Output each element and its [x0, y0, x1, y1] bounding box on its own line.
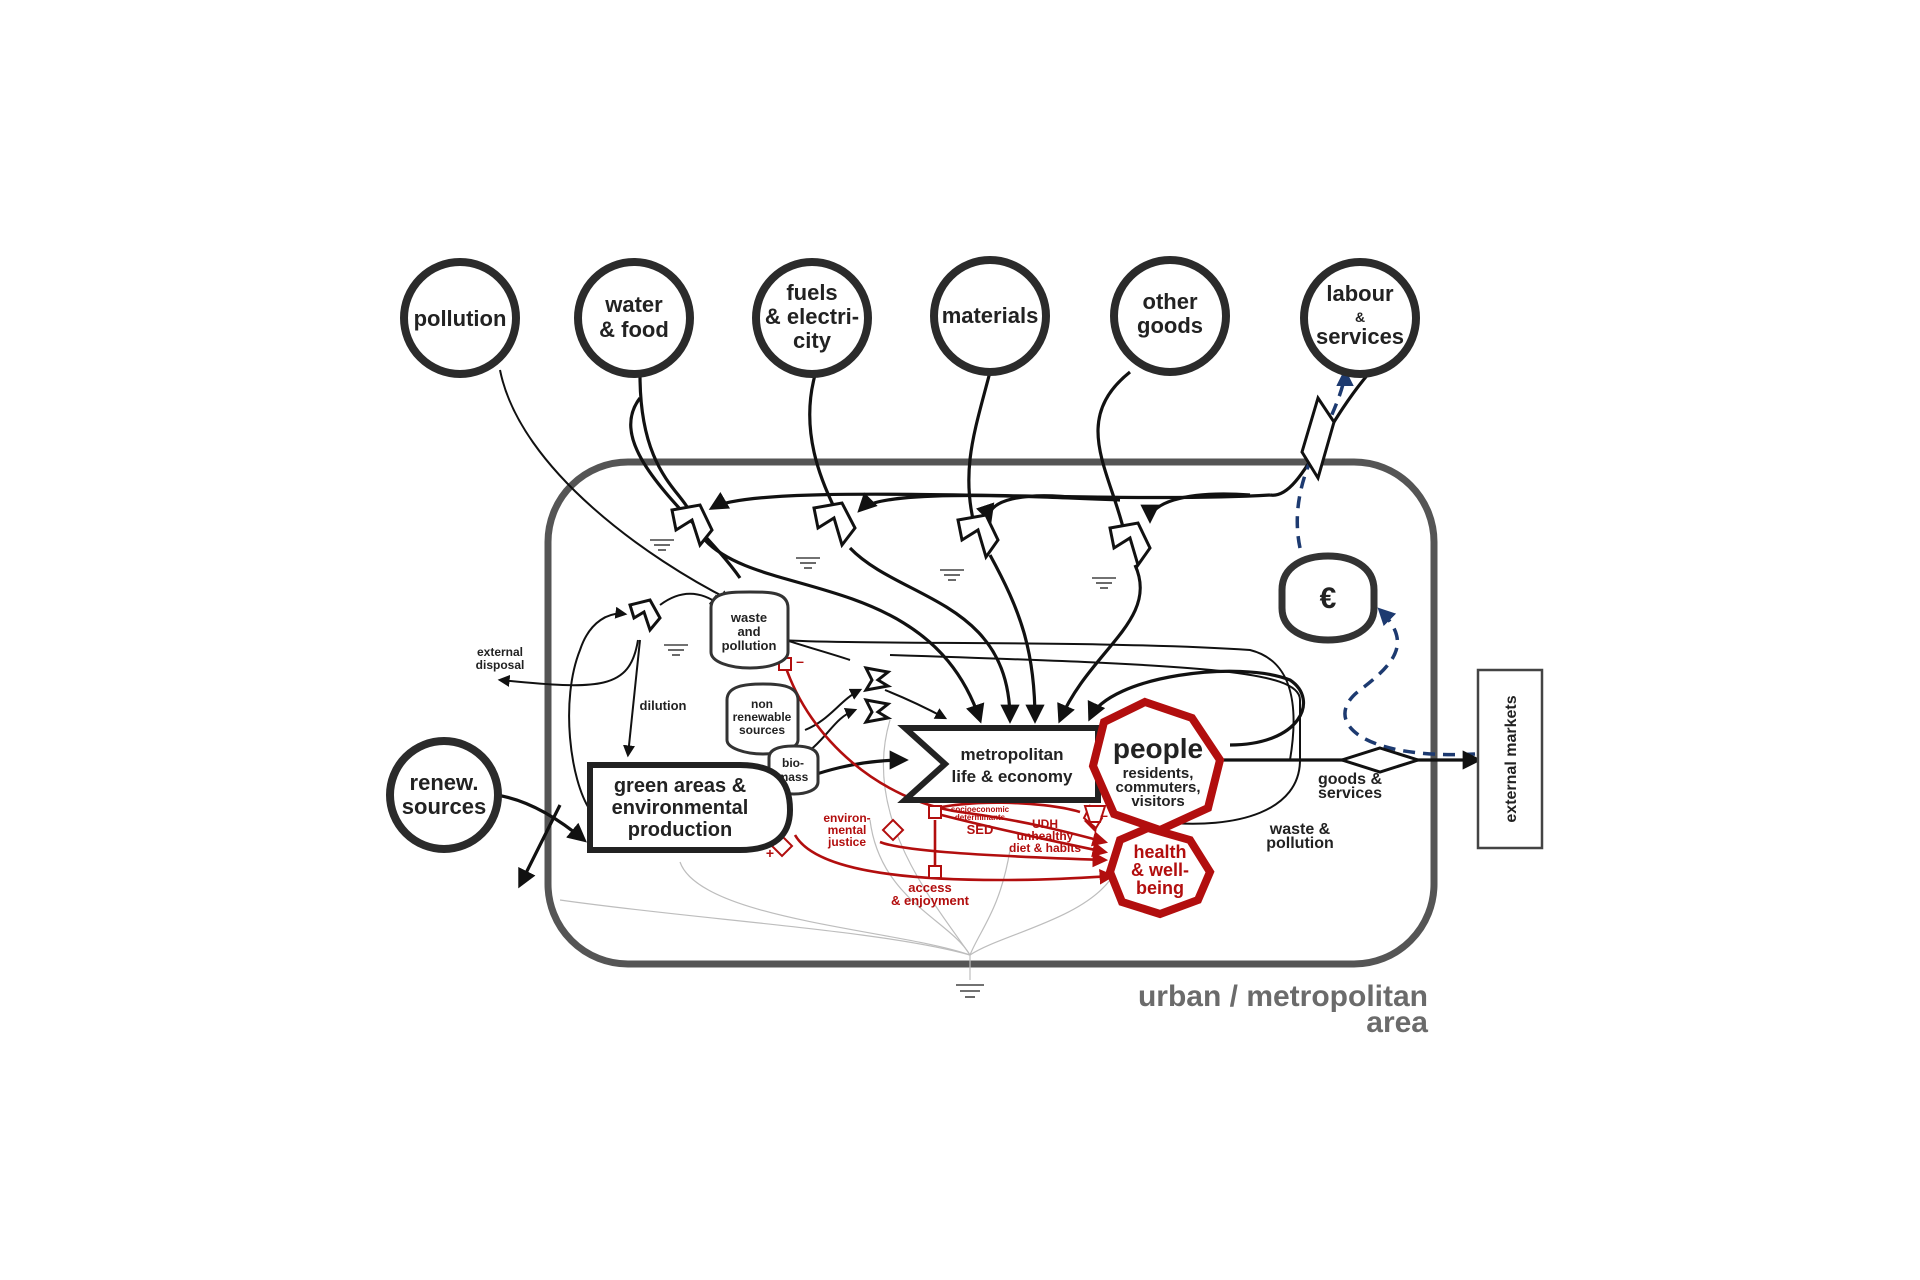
- svg-text:water: water: [604, 292, 663, 317]
- svg-text:health: health: [1133, 842, 1186, 862]
- svg-text:visitors: visitors: [1131, 793, 1184, 810]
- boundary-label: urban / metropolitan area: [1138, 980, 1428, 1039]
- svg-text:other: other: [1143, 289, 1198, 314]
- svg-text:goods: goods: [1137, 313, 1203, 338]
- svg-text:non: non: [751, 697, 773, 711]
- svg-text:mental: mental: [828, 823, 867, 837]
- svg-text:disposal: disposal: [476, 658, 525, 672]
- svg-text:environ-: environ-: [823, 811, 870, 825]
- svg-text:& food: & food: [599, 317, 669, 342]
- producer-green-areas: green areas & environmental production: [587, 762, 794, 853]
- label-access-enjoyment: access & enjoyment: [891, 880, 970, 908]
- svg-text:mass: mass: [778, 770, 809, 784]
- svg-text:SED: SED: [967, 822, 994, 837]
- label-external-disposal: external disposal: [476, 645, 525, 672]
- source-water-food: water & food: [574, 258, 694, 378]
- label-waste-pollution-out: waste & pollution: [1266, 821, 1334, 852]
- svg-text:waste: waste: [730, 610, 767, 625]
- svg-text:& well-: & well-: [1131, 860, 1189, 880]
- svg-text:production: production: [628, 819, 732, 841]
- svg-text:justice: justice: [827, 835, 866, 849]
- label-socioeconomic-determinants: socioeconomic determinants SED: [951, 805, 1010, 837]
- svg-text:goods &: goods &: [1318, 771, 1382, 788]
- label-plus-green: +: [766, 845, 774, 861]
- svg-text:residents,: residents,: [1123, 765, 1194, 782]
- svg-text:UDH: UDH: [1032, 817, 1058, 831]
- labour-exchange-diamond: [1300, 394, 1336, 482]
- storage-money: €: [1278, 552, 1378, 644]
- svg-text:fuels: fuels: [786, 280, 837, 305]
- interaction-symbols: [628, 501, 1152, 823]
- svg-text:metropolitan: metropolitan: [961, 745, 1064, 764]
- svg-text:external: external: [477, 645, 523, 659]
- svg-text:people: people: [1113, 733, 1203, 764]
- svg-text:pollution: pollution: [414, 306, 507, 331]
- svg-text:bio-: bio-: [782, 756, 804, 770]
- label-goods-services: goods & services: [1318, 771, 1382, 802]
- heat-sink-icon: [956, 984, 984, 998]
- svg-text:&: &: [1355, 309, 1365, 325]
- source-labour-services: labour & services: [1300, 258, 1420, 378]
- consumer-health: health & well- being: [1105, 823, 1215, 919]
- label-minus-waste: –: [796, 653, 804, 669]
- svg-text:green areas &: green areas &: [614, 775, 746, 797]
- external-markets-label: external markets: [1503, 695, 1520, 822]
- label-dilution: dilution: [640, 698, 687, 713]
- svg-text:labour: labour: [1326, 281, 1394, 306]
- label-minus-people: –: [1100, 807, 1108, 823]
- svg-text:materials: materials: [942, 303, 1039, 328]
- consumer-people: people residents, commuters, visitors: [1088, 697, 1225, 835]
- storage-waste-pollution: waste and pollution: [709, 590, 790, 670]
- svg-text:services: services: [1316, 324, 1404, 349]
- svg-text:& electri-: & electri-: [765, 304, 859, 329]
- svg-text:pollution: pollution: [1266, 835, 1334, 852]
- svg-text:€: €: [1320, 582, 1337, 615]
- storage-nonrenewable: non renewable sources: [725, 682, 800, 756]
- label-environmental-justice: environ- mental justice: [823, 811, 870, 849]
- svg-text:unhealthy: unhealthy: [1017, 829, 1074, 843]
- svg-text:commuters,: commuters,: [1115, 779, 1200, 796]
- source-pollution: pollution: [400, 258, 520, 378]
- svg-text:and: and: [737, 624, 760, 639]
- svg-text:waste &: waste &: [1269, 821, 1331, 838]
- sink-icons: [650, 539, 1116, 656]
- svg-text:sources: sources: [739, 723, 785, 737]
- label-udh: UDH unhealthy diet & habits: [1009, 817, 1081, 855]
- heat-loss-flows: [559, 719, 1111, 980]
- money-flows: [1295, 368, 1476, 757]
- source-fuels-electricity: fuels & electri- city: [752, 258, 872, 378]
- svg-text:area: area: [1366, 1006, 1428, 1039]
- svg-text:& enjoyment: & enjoyment: [891, 893, 970, 908]
- source-renewable: renew. sources: [386, 737, 502, 853]
- svg-text:determinants: determinants: [955, 813, 1006, 822]
- svg-text:sources: sources: [402, 794, 486, 819]
- svg-text:city: city: [793, 328, 832, 353]
- svg-text:life & economy: life & economy: [952, 767, 1073, 786]
- left-flows: [495, 592, 1295, 889]
- svg-text:environmental: environmental: [612, 797, 749, 819]
- svg-text:services: services: [1318, 785, 1382, 802]
- svg-text:being: being: [1136, 878, 1184, 898]
- svg-text:pollution: pollution: [722, 638, 777, 653]
- svg-text:urban / metropolitan: urban / metropolitan: [1138, 980, 1428, 1013]
- source-materials: materials: [930, 256, 1050, 376]
- source-other-goods: other goods: [1110, 256, 1230, 376]
- market-exchange-diamond: [1337, 746, 1423, 774]
- system-boundary: [544, 458, 1438, 968]
- svg-text:socioeconomic: socioeconomic: [951, 805, 1010, 814]
- svg-text:renewable: renewable: [733, 710, 792, 724]
- svg-text:diet & habits: diet & habits: [1009, 841, 1081, 855]
- svg-text:access: access: [908, 880, 951, 895]
- svg-text:renew.: renew.: [410, 770, 479, 795]
- source-flows: [499, 369, 1372, 724]
- external-markets-box: [1476, 668, 1544, 850]
- producer-metropolitan-economy: metropolitan life & economy: [897, 725, 1101, 803]
